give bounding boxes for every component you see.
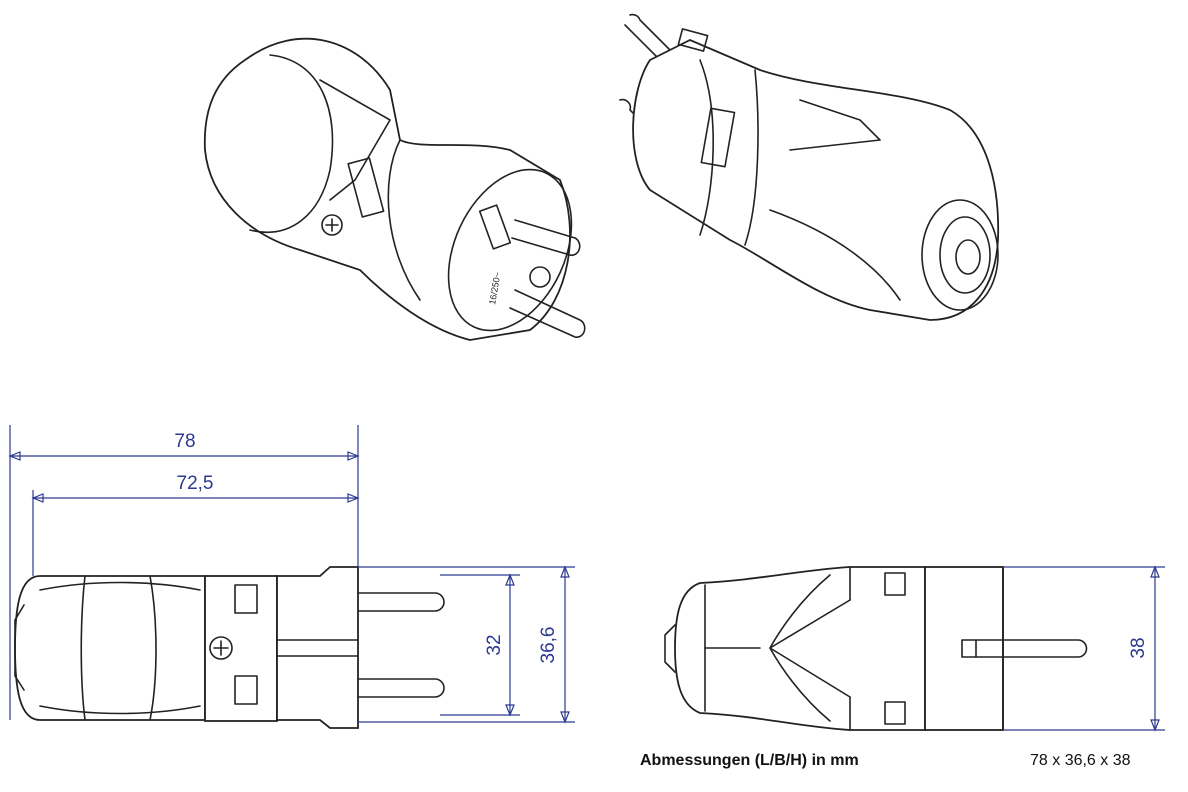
dim-total-length: 78 — [174, 431, 195, 452]
dim-pin-spacing: 32 — [484, 634, 505, 655]
side-view-dimensions: 78 72,5 32 36,6 — [8, 425, 575, 724]
plug-side-view — [14, 566, 445, 729]
dim-height: 38 — [1128, 637, 1149, 658]
plug-isometric-front: 16/250~ — [203, 37, 586, 341]
plug-isometric-rear — [619, 13, 1000, 321]
dim-width: 36,6 — [538, 627, 559, 664]
dimensions-caption-value: 78 x 36,6 x 38 — [1030, 752, 1131, 769]
dim-body-length: 72,5 — [177, 473, 214, 494]
plug-top-view — [664, 566, 1088, 731]
top-view-dimensions: 38 — [1003, 565, 1165, 732]
dimensions-caption-label: Abmessungen (L/B/H) in mm — [640, 752, 859, 769]
